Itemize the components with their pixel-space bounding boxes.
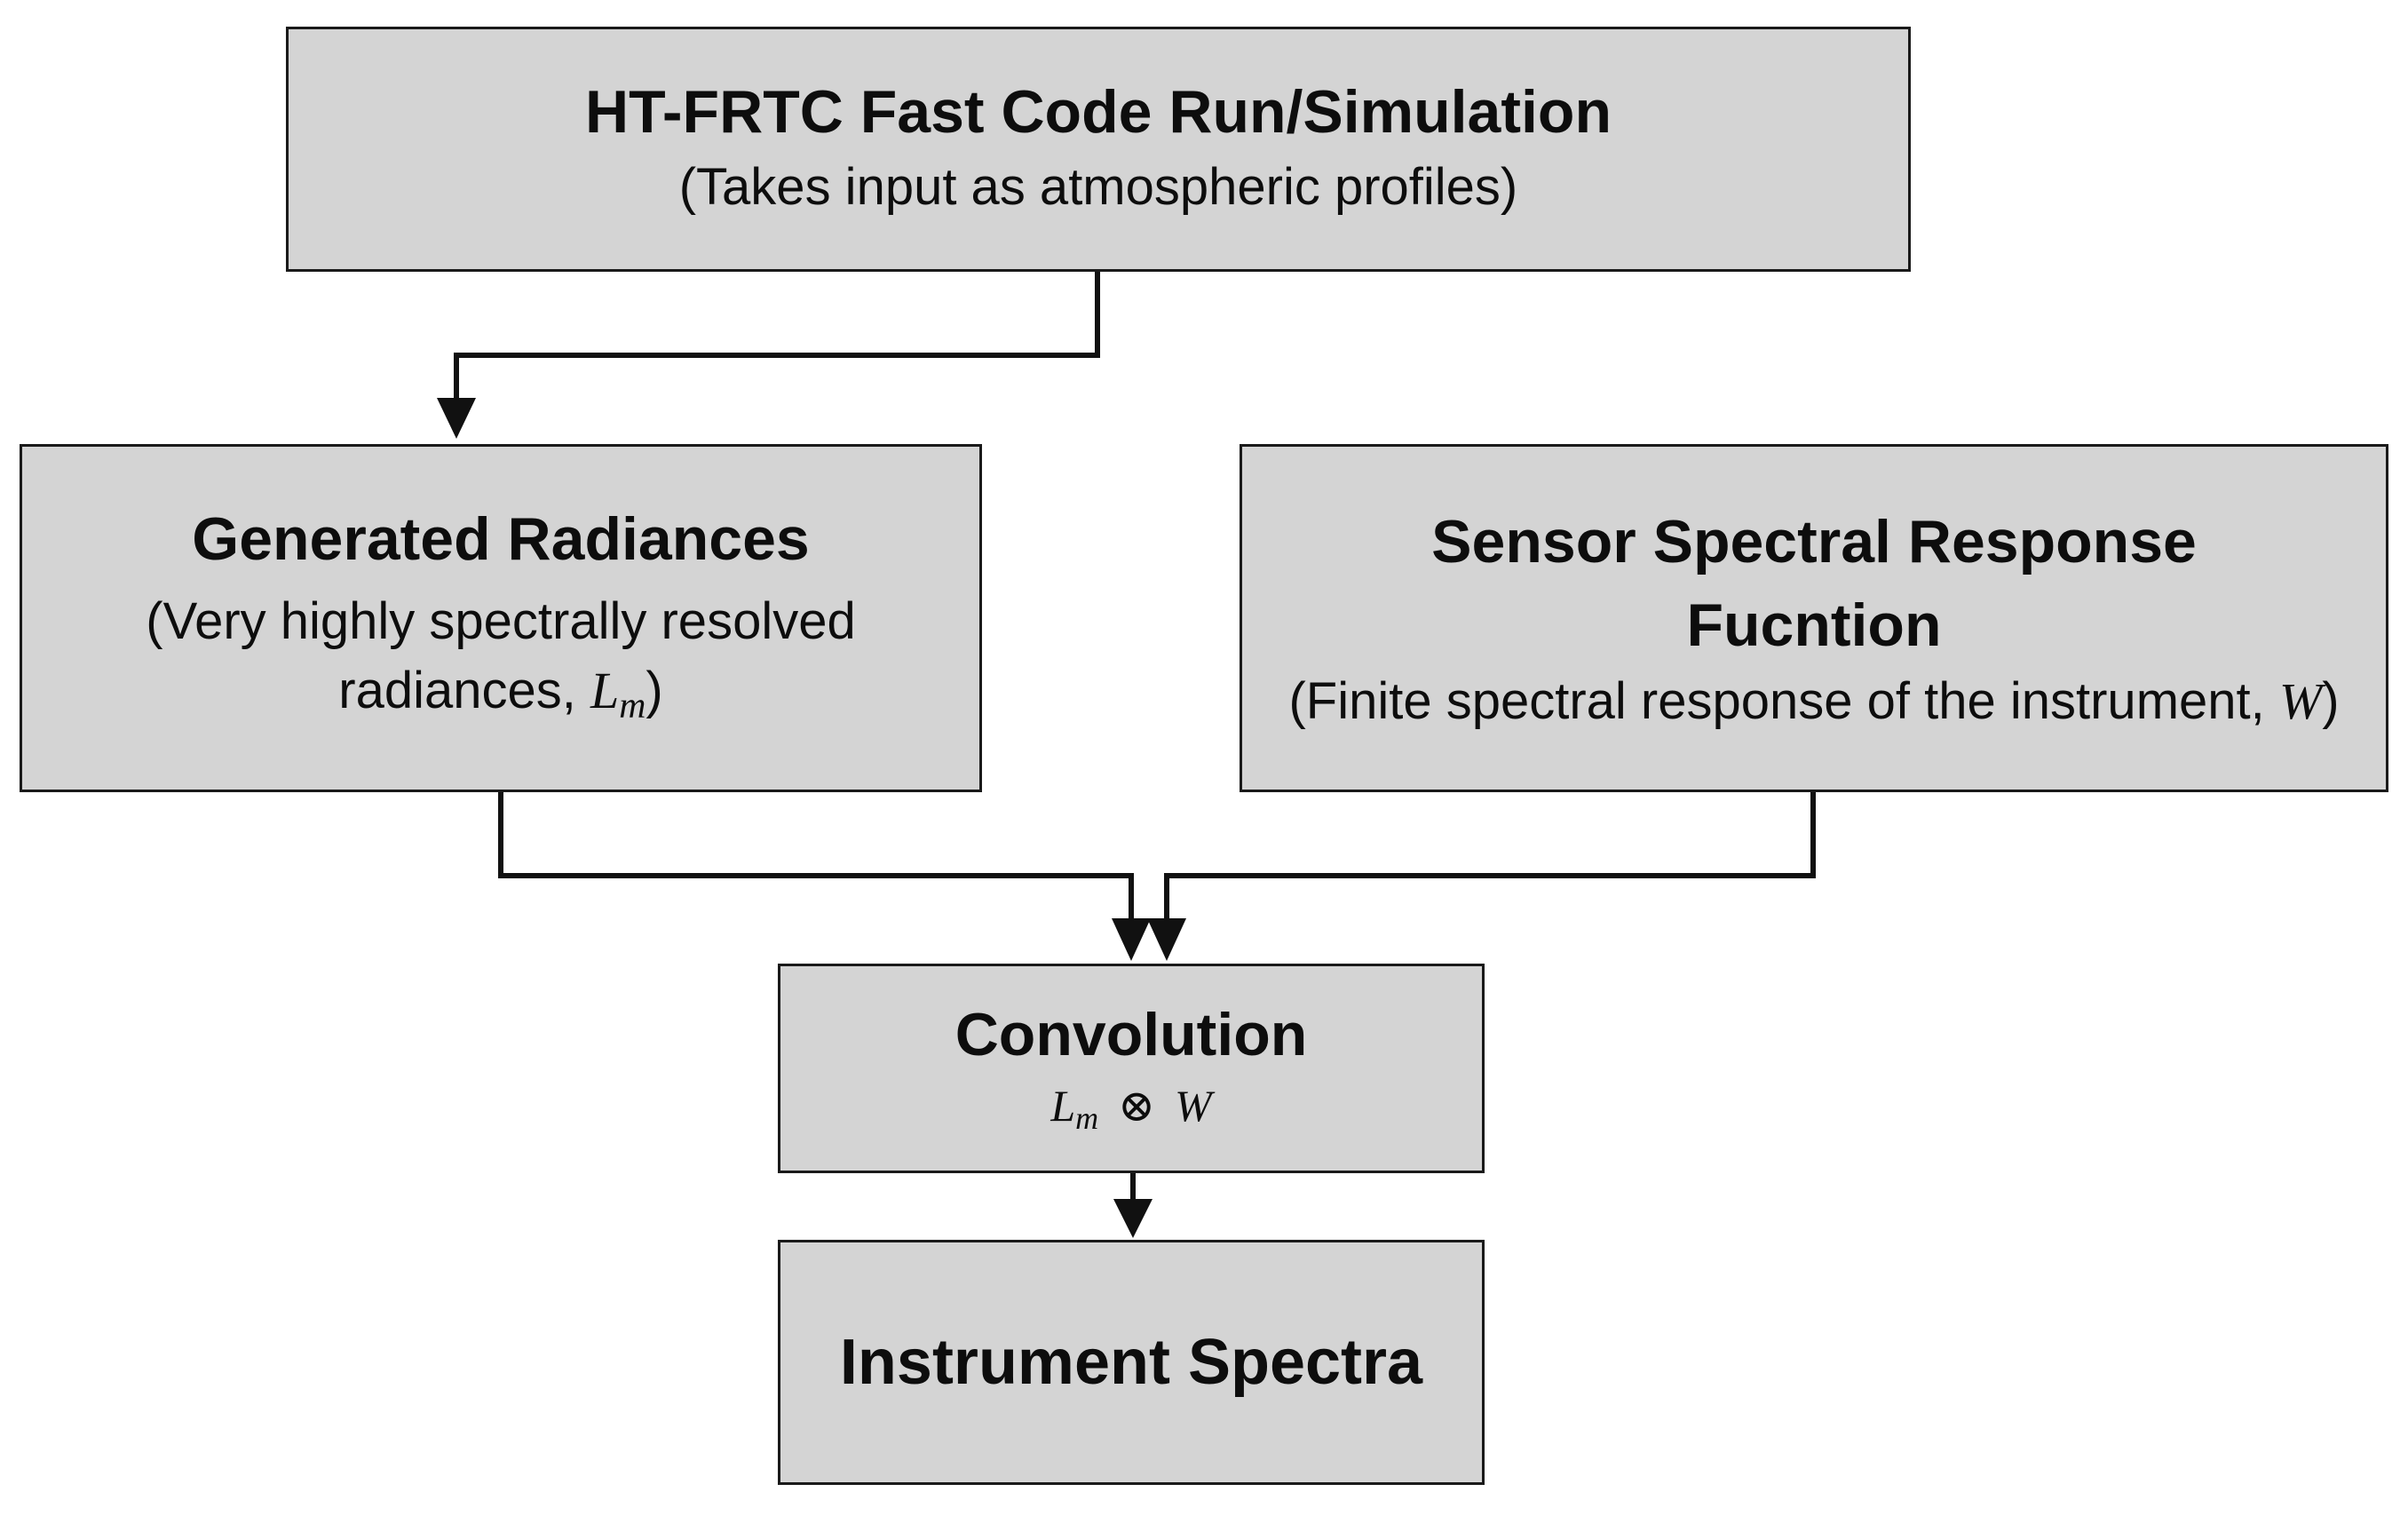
arrowhead-spectra: [1113, 1199, 1153, 1238]
node-convolution: Convolution Lm ⊗ W: [778, 964, 1485, 1173]
edge-htfrtc-to-radiances: [454, 272, 1100, 413]
node-srf-title-line2: Fucntion: [1686, 591, 1942, 659]
node-htfrtc-simulation: HT-FRTC Fast Code Run/Simulation (Takes …: [286, 27, 1911, 272]
srf-symbol: W: [2278, 672, 2323, 730]
edge-radiances-to-convolution: [498, 792, 1134, 933]
node-instrument-spectra: Instrument Spectra: [778, 1240, 1485, 1485]
srf-prefix: (Finite spectral response of the instrum…: [1288, 672, 2279, 730]
arrowhead-radiances: [437, 398, 476, 439]
node-sensor-spectral-response: Sensor Spectral Response Fucntion (Finit…: [1240, 444, 2388, 792]
node-radiances-subtitle-line1: (Very highly spectrally resolved: [146, 592, 856, 650]
formula-left-subscript: m: [1075, 1100, 1099, 1136]
node-htfrtc-title: HT-FRTC Fast Code Run/Simulation: [585, 78, 1612, 146]
node-generated-radiances: Generated Radiances (Very highly spectra…: [20, 444, 982, 792]
node-srf-subtitle: (Finite spectral response of the instrum…: [1288, 667, 2339, 736]
node-srf-title-line1: Sensor Spectral Response: [1431, 508, 2197, 575]
formula-left-base: L: [1050, 1081, 1076, 1131]
radiances-suffix: ): [646, 662, 663, 719]
edge-srf-to-convolution: [1164, 792, 1816, 933]
convolution-formula: Lm ⊗ W: [1050, 1077, 1211, 1134]
radiance-symbol: Lm: [590, 662, 646, 724]
formula-right-term: W: [1175, 1081, 1212, 1131]
radiance-symbol-base: L: [590, 662, 620, 719]
srf-suffix: ): [2322, 672, 2340, 730]
node-htfrtc-subtitle: (Takes input as atmospheric profiles): [678, 158, 1518, 216]
node-spectra-title: Instrument Spectra: [839, 1327, 1423, 1398]
node-convolution-title: Convolution: [954, 1001, 1308, 1068]
arrowhead-convolution-right: [1147, 918, 1186, 961]
convolution-operator-icon: ⊗: [1118, 1081, 1156, 1131]
node-radiances-subtitle-line2: radiances, Lm): [338, 656, 662, 726]
radiances-prefix: radiances,: [338, 662, 590, 719]
formula-left-term: Lm: [1050, 1081, 1098, 1134]
radiance-symbol-subscript: m: [619, 685, 646, 726]
arrowhead-convolution-left: [1112, 918, 1151, 961]
node-radiances-title: Generated Radiances: [192, 505, 810, 573]
